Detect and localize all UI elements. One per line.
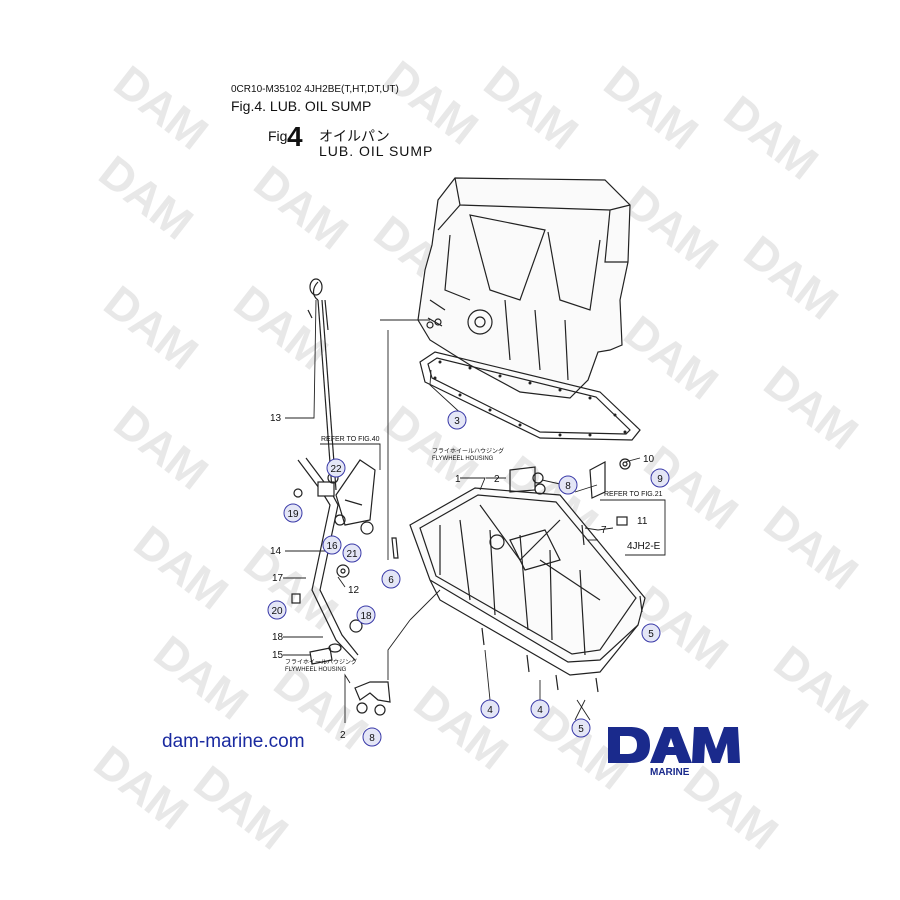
svg-text:5: 5 [648,629,654,640]
variant-box [600,499,666,556]
callout-8: 8 [362,727,382,747]
refer-21-note: REFER TO FIG.21 [604,491,663,498]
svg-text:18: 18 [360,611,372,622]
callout-9: 9 [650,468,670,488]
figure-number: 4 [287,121,303,152]
callout-4: 4 [480,699,500,719]
website-link[interactable]: dam-marine.com [162,731,305,752]
part-number: 2 [340,730,346,741]
guide-pipe-drawing [297,457,376,661]
callout-22: 22 [326,458,346,478]
page-title: Fig.4. LUB. OIL SUMP [231,98,372,114]
part-number: 11 [637,516,648,527]
circled-callouts: 3 8 9 22 19 16 21 6 20 18 5 4 4 5 8 [267,410,670,747]
svg-text:5: 5 [578,724,584,735]
callout-6: 6 [381,569,401,589]
svg-text:9: 9 [657,474,663,485]
callout-4: 4 [530,699,550,719]
oil-pan-drawing [409,487,646,676]
part-number: 17 [272,573,284,584]
figure-prefix: Fig. [268,128,292,144]
part-number: 10 [643,454,655,465]
callout-3: 3 [447,410,467,430]
svg-text:22: 22 [330,464,342,475]
svg-text:4: 4 [487,705,493,716]
svg-text:8: 8 [565,481,571,492]
figure-title-jp: オイルパン [319,128,390,144]
part-number: 2 [494,474,500,485]
part-number: 13 [270,413,282,424]
svg-text:4: 4 [537,705,543,716]
refer-40-box [320,443,381,470]
svg-text:16: 16 [326,541,338,552]
gasket-drawing [419,351,641,441]
figure-title-en: LUB. OIL SUMP [319,143,434,159]
engine-block-drawing [417,177,631,399]
svg-text:6: 6 [388,575,394,586]
svg-text:20: 20 [271,606,283,617]
leader-lines [283,299,641,723]
part-number: 7 [601,525,607,536]
part-number: 18 [272,632,284,643]
svg-text:21: 21 [346,549,358,560]
callout-5: 5 [571,718,591,738]
part-number: 15 [272,650,284,661]
refer-40-note: REFER TO FIG.40 [321,436,380,443]
flywheel-jp-note: フライホイールハウジング [432,447,504,455]
svg-text:3: 3 [454,416,460,427]
flywheel-en-note: FLYWHEEL HOUSING [432,456,494,462]
part-number: 14 [270,546,282,557]
callout-18: 18 [356,605,376,625]
fasteners-drawing [291,458,643,716]
callout-20: 20 [267,600,287,620]
variant-tag: 4JH2-E [627,541,661,552]
svg-text:19: 19 [287,509,299,520]
dam-marine-logo [608,727,740,763]
dipstick-drawing [307,278,337,491]
svg-text:8: 8 [369,733,375,744]
flywheel-jp-note: フライホイールハウジング [285,658,357,666]
callout-19: 19 [283,503,303,523]
document-code: 0CR10-M35102 4JH2BE(T,HT,DT,UT) [231,84,399,95]
callout-8: 8 [558,475,578,495]
callout-21: 21 [342,543,362,563]
callout-5: 5 [641,623,661,643]
callout-16: 16 [322,535,342,555]
part-number: 12 [348,585,360,596]
part-number: 1 [455,474,461,485]
flywheel-en-note: FLYWHEEL HOUSING [285,667,347,673]
logo-subtitle: MARINE [650,767,690,778]
